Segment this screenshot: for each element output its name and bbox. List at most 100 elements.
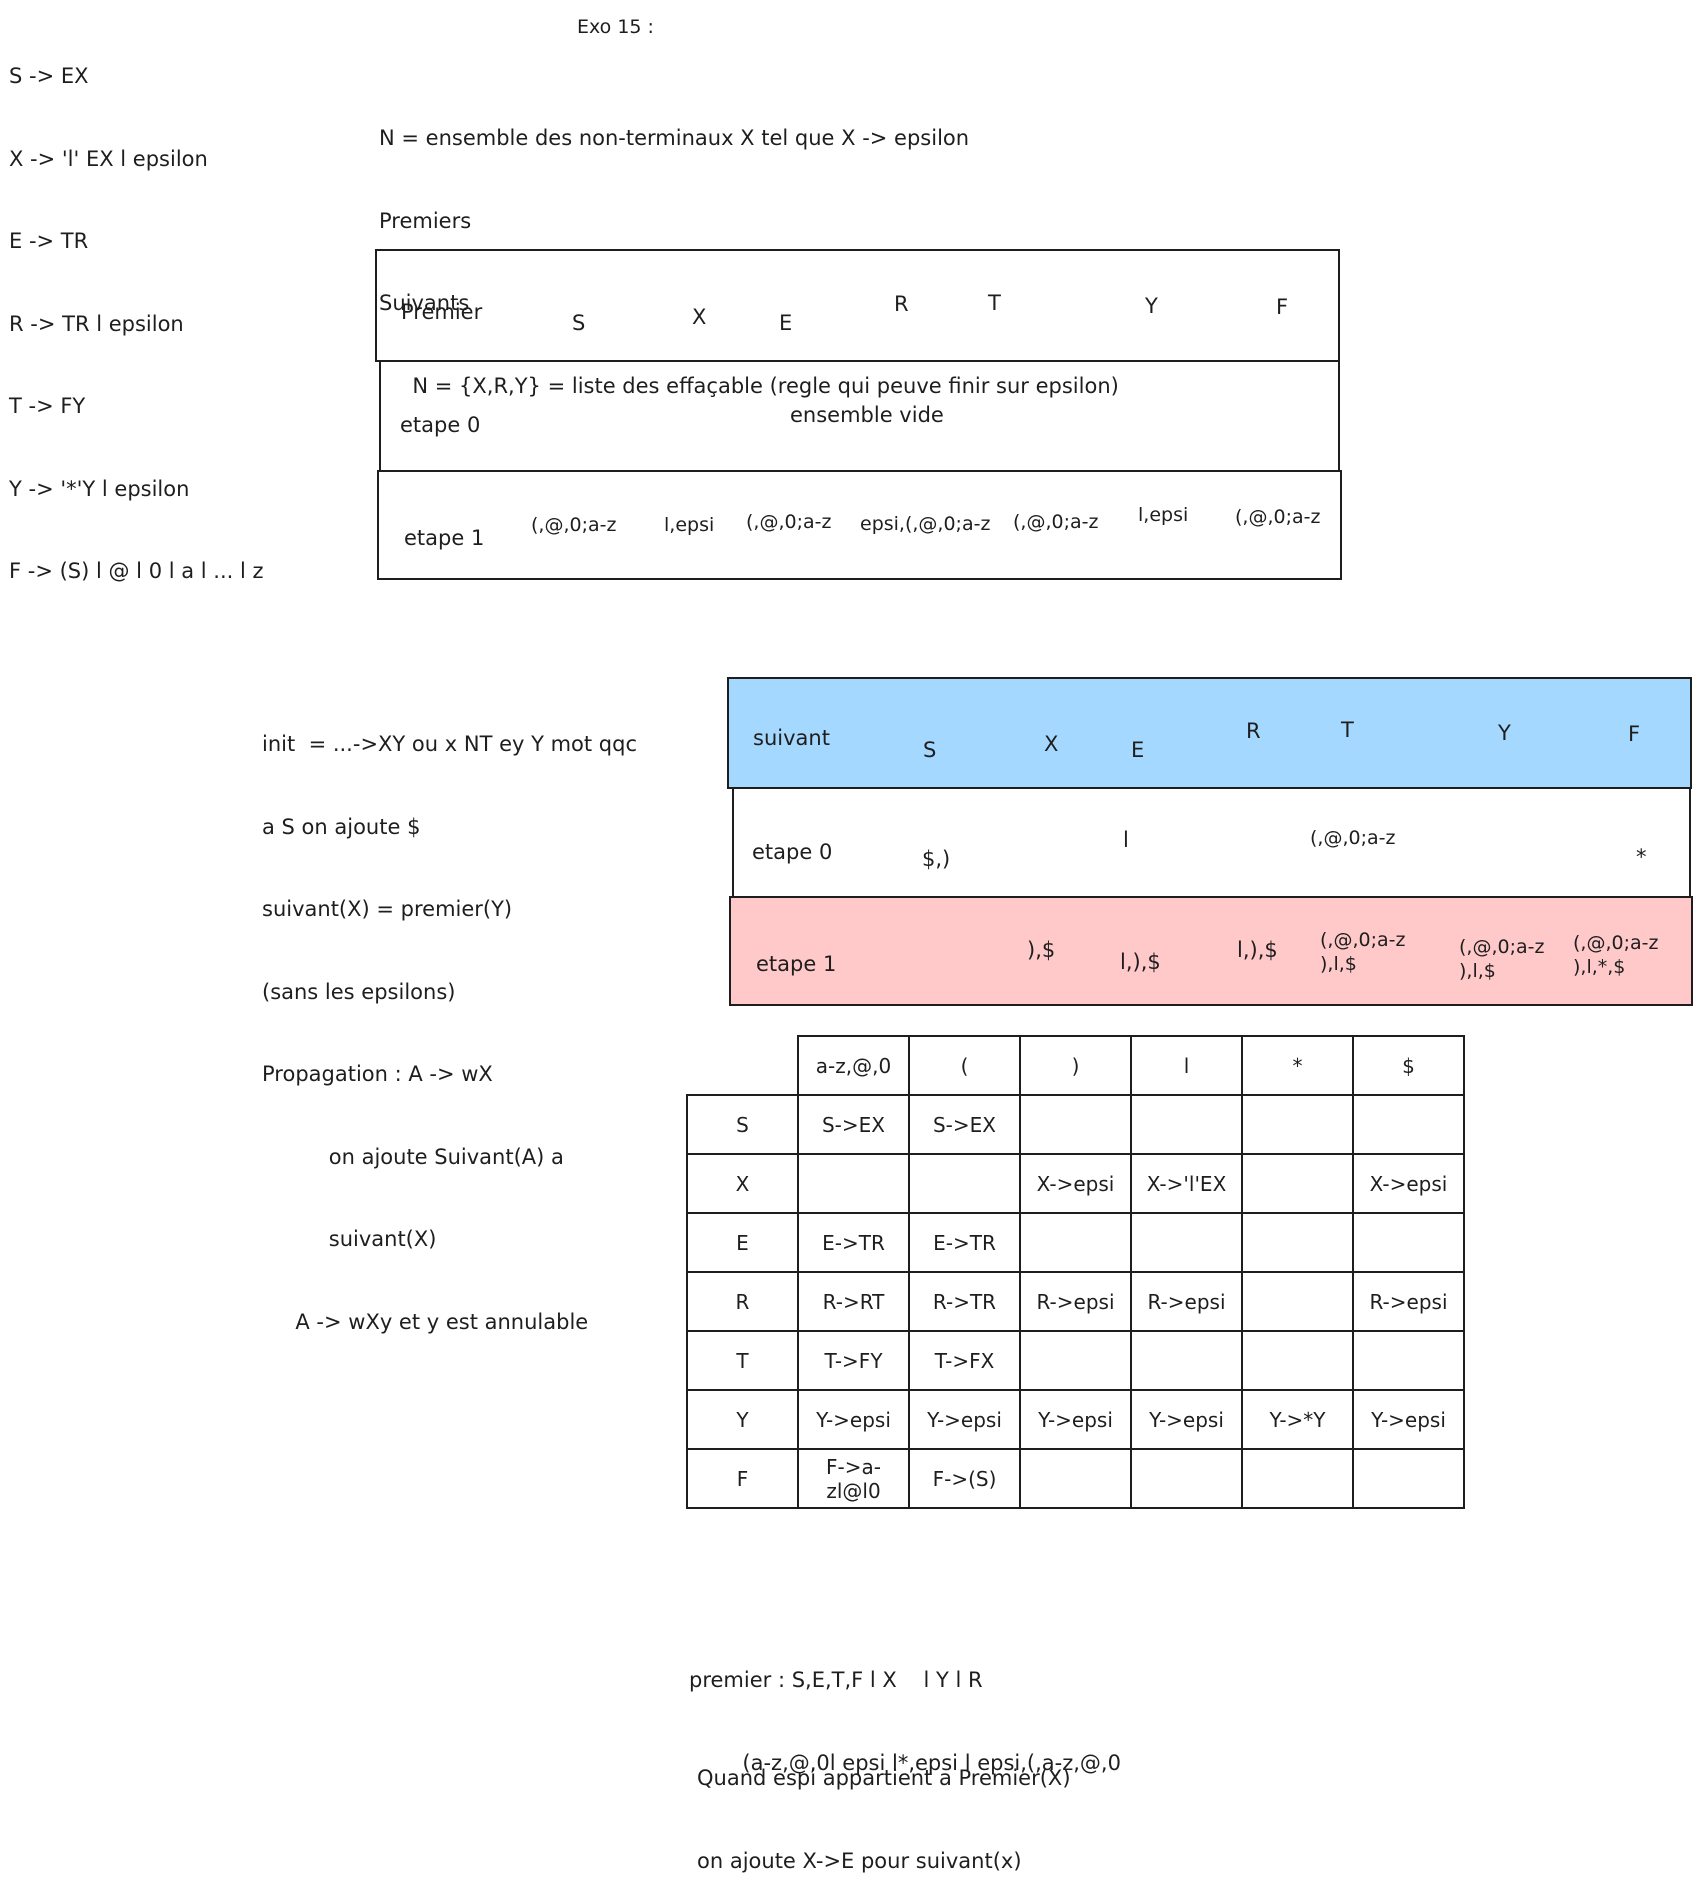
ll1-cell: R->RT <box>797 1271 910 1332</box>
suivant-etape1-e: l,),$ <box>1120 950 1161 974</box>
ll1-row-x: X X->epsi X->'l'EX X->epsi <box>686 1153 1465 1214</box>
ll1-cell <box>1130 1212 1243 1273</box>
suivant-col-x: X <box>1044 732 1059 756</box>
note-line: init = ...->XY ou x NT ey Y mot qqc <box>262 732 638 756</box>
ll1-cell: R->TR <box>908 1271 1021 1332</box>
suivant-etape0-t: (,@,0;a-z <box>1310 827 1396 849</box>
suivant-header-row <box>727 677 1692 789</box>
note-line: suivant(X) <box>262 1227 437 1251</box>
ll1-cell <box>1241 1094 1354 1155</box>
ll1-cell <box>1241 1448 1354 1509</box>
ll1-nonterminal: E <box>686 1212 799 1273</box>
premier-etape1-f: (,@,0;a-z <box>1235 506 1321 528</box>
ll1-cell <box>1130 1094 1243 1155</box>
suivant-etape1-row <box>729 896 1693 1006</box>
note-line: Propagation : A -> wX <box>262 1062 493 1086</box>
ll1-cell: Y->epsi <box>1130 1389 1243 1450</box>
ll1-cell <box>1130 1330 1243 1391</box>
grammar-rule: Y -> '*'Y l epsilon <box>9 476 190 501</box>
ll1-nonterminal: F <box>686 1448 799 1509</box>
ll1-row-t: T T->FY T->FX <box>686 1330 1465 1391</box>
note-line: a S on ajoute $ <box>262 814 421 839</box>
suivant-etape1-r: l,),$ <box>1237 938 1278 962</box>
ll1-cell: Y->epsi <box>908 1389 1021 1450</box>
suivant-etape1-f: (,@,0;a-z ),l,*,$ <box>1573 932 1659 978</box>
summary-line: premier : S,E,T,F l X l Y l R <box>689 1668 983 1692</box>
premier-etape1-row <box>377 470 1342 580</box>
ll1-cell <box>1352 1330 1465 1391</box>
ll1-cell <box>1352 1448 1465 1509</box>
grammar-rules: S -> EX X -> 'l' EX l epsilon E -> TR R … <box>9 8 264 613</box>
ll1-cell: X->epsi <box>1019 1153 1132 1214</box>
suivant-etape0-e: l <box>1123 828 1129 852</box>
suivant-etape0-s: $,) <box>922 847 951 871</box>
suivant-col-t: T <box>1341 718 1354 742</box>
suivant-col-r: R <box>1246 719 1261 743</box>
ll1-cell: T->FX <box>908 1330 1021 1391</box>
premier-etape1-s: (,@,0;a-z <box>531 514 617 536</box>
intro-line: N = {X,R,Y} = liste des effaçable (regle… <box>379 373 1119 398</box>
ll1-cell <box>1352 1094 1465 1155</box>
grammar-rule: R -> TR l epsilon <box>9 311 184 336</box>
premier-etape1-e: (,@,0;a-z <box>746 511 832 533</box>
note-line: (sans les epsilons) <box>262 979 456 1004</box>
premier-etape1-label: etape 1 <box>404 526 485 550</box>
ll1-cell: Y->*Y <box>1241 1389 1354 1450</box>
premier-col-x: X <box>692 305 707 329</box>
grammar-rule: X -> 'l' EX l epsilon <box>9 146 208 171</box>
ll1-cell: R->epsi <box>1130 1271 1243 1332</box>
ll1-col-header: $ <box>1352 1035 1465 1096</box>
ll1-cell: Y->epsi <box>1019 1389 1132 1450</box>
ll1-col-header: l <box>1130 1035 1243 1096</box>
ll1-row-s: S S->EX S->EX <box>686 1094 1465 1155</box>
conclusion-line: Quand espi appartient a Premier(X) <box>697 1766 1071 1790</box>
ll1-header-row: a-z,@,0 ( ) l * $ <box>687 1035 1465 1096</box>
ll1-cell: Y->epsi <box>1352 1389 1465 1450</box>
premier-col-r: R <box>894 292 909 316</box>
suivant-notes: init = ...->XY ou x NT ey Y mot qqc a S … <box>262 676 637 1364</box>
ll1-cell: Y->epsi <box>797 1389 910 1450</box>
premier-col-e: E <box>779 311 793 335</box>
ll1-cell <box>1352 1212 1465 1273</box>
ll1-cell: E->TR <box>908 1212 1021 1273</box>
grammar-rule: F -> (S) l @ l 0 l a l ... l z <box>9 559 264 583</box>
ll1-cell: R->epsi <box>1352 1271 1465 1332</box>
ll1-cell <box>1019 1212 1132 1273</box>
ll1-cell: S->EX <box>797 1094 910 1155</box>
premier-etape1-t: (,@,0;a-z <box>1013 511 1099 533</box>
ll1-cell: E->TR <box>797 1212 910 1273</box>
ll1-nonterminal: X <box>686 1153 799 1214</box>
intro-line: N = ensemble des non-terminaux X tel que… <box>379 126 970 150</box>
conclusion-text: Quand espi appartient a Premier(X) on aj… <box>697 1710 1071 1903</box>
suivant-etape0-f: * <box>1636 845 1647 869</box>
intro-line: Suivants <box>379 291 470 315</box>
premier-etape0-label: etape 0 <box>400 413 481 437</box>
suivant-etape1-label: etape 1 <box>756 952 837 976</box>
premier-etape1-r: epsi,(,@,0;a-z <box>860 513 991 535</box>
ll1-cell: X->'l'EX <box>1130 1153 1243 1214</box>
ll1-col-header: ( <box>908 1035 1021 1096</box>
suivant-etape1-x: ),$ <box>1027 938 1056 962</box>
ll1-cell <box>908 1153 1021 1214</box>
exercise-title: Exo 15 : <box>577 16 654 38</box>
note-line: A -> wXy et y est annulable <box>262 1309 589 1334</box>
ll1-cell: R->epsi <box>1019 1271 1132 1332</box>
suivant-col-e: E <box>1131 738 1145 762</box>
suivant-header-label: suivant <box>753 726 830 750</box>
premier-etape0-value: ensemble vide <box>790 403 944 427</box>
ll1-cell <box>1019 1094 1132 1155</box>
premier-col-t: T <box>988 291 1001 315</box>
suivant-etape1-t: (,@,0;a-z ),l,$ <box>1320 929 1406 975</box>
ll1-cell <box>1130 1448 1243 1509</box>
suivant-etape0-label: etape 0 <box>752 840 833 864</box>
premier-header-label: Premier <box>401 300 483 324</box>
intro-line: Premiers <box>379 208 472 233</box>
ll1-corner <box>687 1036 798 1095</box>
ll1-nonterminal: S <box>686 1094 799 1155</box>
ll1-nonterminal: R <box>686 1271 799 1332</box>
summary-line: (a-z,@,0l epsi l*,epsi l epsi,(,a-z,@,0 <box>689 1750 1121 1775</box>
grammar-rule: T -> FY <box>9 394 86 418</box>
ll1-cell: X->epsi <box>1352 1153 1465 1214</box>
suivant-etape0-row <box>732 787 1691 899</box>
ll1-row-y: Y Y->epsi Y->epsi Y->epsi Y->epsi Y->*Y … <box>686 1389 1465 1450</box>
